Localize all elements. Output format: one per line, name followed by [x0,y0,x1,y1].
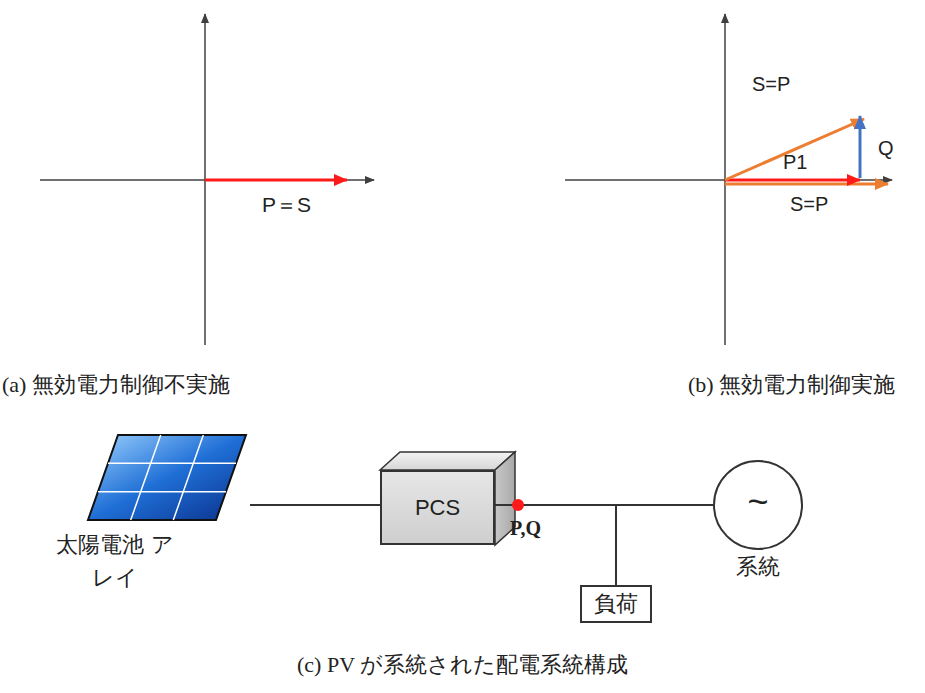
diagram-label: P＝S [262,192,311,217]
pcs-box: PCS [380,470,495,545]
wire-connector [250,504,380,506]
load-box: 負荷 [580,585,652,623]
diagram-label: (b) 無効電力制御実施 [688,372,895,398]
wire-connector [495,505,616,585]
node-text: 負荷 [594,589,638,619]
node-text: 太陽電池 アレイ [50,528,180,594]
grid-source: ~系統 [713,460,803,550]
diagram-label: S=P [790,192,828,216]
diagram-label: Q [878,136,894,160]
diagram-label: S=P [752,72,790,96]
diagram-label: P,Q [510,516,541,540]
node-heading: 系統 [713,552,803,582]
figure-caption: (c) PV が系統された配電系統構成 [297,652,628,678]
solar-array: 太陽電池 アレイ [50,432,250,582]
node-text: PCS [415,495,460,521]
diagram-label: P1 [783,150,807,174]
source-symbol: ~ [713,482,803,522]
diagram-label: (a) 無効電力制御不実施 [2,372,230,398]
